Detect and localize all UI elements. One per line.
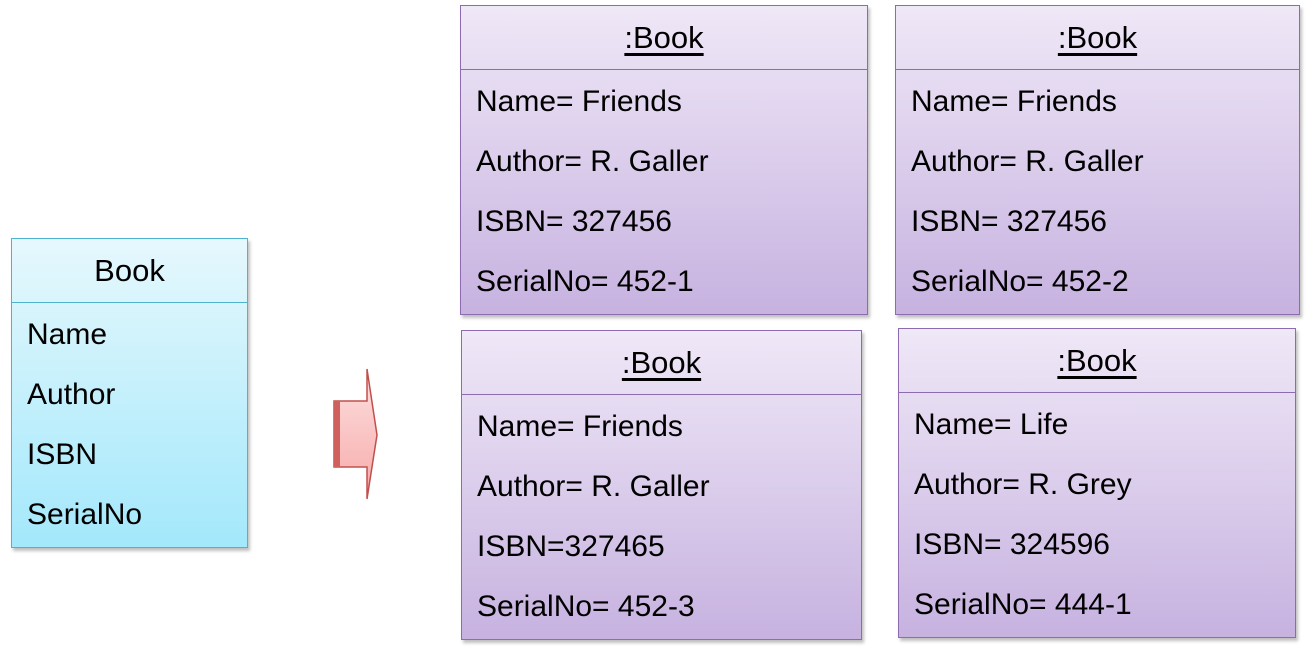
object-attribute: Author= R. Galler [477,470,710,503]
object-name: :Book [624,19,704,55]
object-attribute: SerialNo= 444-1 [914,588,1132,621]
class-name: Book [94,252,165,288]
object-attribute: Author= R. Grey [914,468,1132,501]
class-attribute: Name [27,318,108,351]
object-box-1: :Book Name= Friends Author= R. Galler IS… [460,5,868,315]
class-attribute: ISBN [27,438,98,471]
object-title: :Book [899,329,1295,393]
object-name: :Book [1057,19,1138,55]
class-attribute: Author [27,378,116,411]
object-attribute: Name= Friends [477,410,683,443]
object-attribute: SerialNo= 452-1 [476,265,694,298]
class-attributes: Name Author ISBN SerialNo [12,303,247,545]
object-title: :Book [896,6,1299,70]
object-title: :Book [462,331,861,395]
object-attribute: Author= R. Galler [911,145,1144,178]
object-attribute: ISBN= 327456 [476,205,672,238]
object-name: :Book [1057,342,1137,378]
object-attribute: Author= R. Galler [476,145,709,178]
object-title: :Book [461,6,867,70]
object-box-4: :Book Name= Life Author= R. Grey ISBN= 3… [898,328,1296,638]
object-attribute: SerialNo= 452-2 [911,265,1129,298]
object-attribute: ISBN=327465 [477,530,665,563]
object-attribute: ISBN= 327456 [911,205,1107,238]
object-attribute: Name= Life [914,408,1069,441]
object-attribute: ISBN= 324596 [914,528,1110,561]
class-box-book: Book Name Author ISBN SerialNo [11,238,248,548]
object-attribute: Name= Friends [911,85,1117,118]
object-box-3: :Book Name= Friends Author= R. Galler IS… [461,330,862,640]
object-box-2: :Book Name= Friends Author= R. Galler IS… [895,5,1300,315]
object-attribute: Name= Friends [476,85,682,118]
class-title: Book [12,239,247,303]
object-attribute: SerialNo= 452-3 [477,590,695,623]
right-arrow-icon [333,368,378,500]
object-name: :Book [621,344,702,380]
class-attribute: SerialNo [27,498,143,531]
